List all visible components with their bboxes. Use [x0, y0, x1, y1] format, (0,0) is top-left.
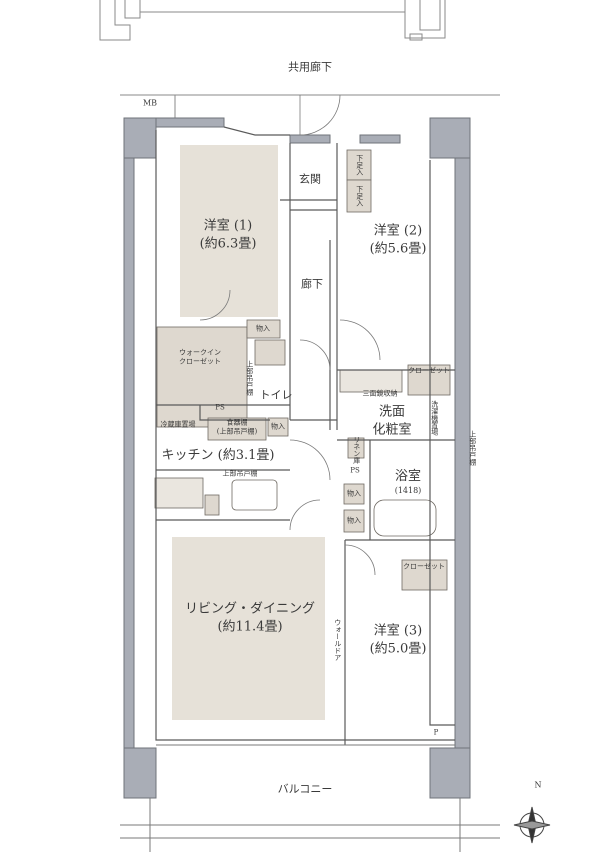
room-name: 洗面: [378, 404, 406, 420]
linen-label: リネン庫: [352, 436, 361, 464]
storage-label: 物入: [256, 324, 270, 333]
room-western-2: 洋室 (2) (約5.6畳): [370, 222, 427, 257]
wall-door-label: ウォールドア: [333, 619, 342, 661]
compass-north-label: N: [534, 780, 542, 790]
walkin-closet-label: ウォークイン クローゼット: [179, 349, 221, 368]
washer-label: 洗濯機置場: [430, 400, 439, 436]
room-name: 化粧室: [372, 422, 412, 437]
mirror-storage-label: 三面鏡収納: [362, 389, 398, 398]
closet-label: クローゼット: [403, 562, 445, 571]
storage-label: 物入: [271, 422, 285, 431]
room-size: (1418): [394, 485, 422, 495]
mb-label: MB: [142, 98, 158, 108]
room-name: リビング・ダイニング: [184, 601, 316, 617]
label-line: クローゼット: [179, 358, 221, 366]
room-living: リビング・ダイニング (約11.4畳): [185, 600, 315, 635]
upper-cabinet-label: 上部吊戸棚: [245, 360, 254, 396]
cupboard-label: 食器棚 (上部吊戸棚): [217, 419, 257, 438]
upper-cabinet-label: 上部吊戸棚: [468, 430, 477, 466]
room-western-3: 洋室 (3) (約5.0畳): [370, 622, 427, 657]
shoe-cabinet-label: 下足入: [355, 154, 364, 176]
room-size: (約5.6畳): [369, 241, 427, 256]
toilet-label: トイレ: [259, 388, 293, 402]
room-bathroom: 浴室 (1418): [395, 468, 422, 496]
room-size: (約6.3畳): [199, 236, 257, 251]
label-line: ウォークイン: [179, 348, 221, 357]
p-label: P: [433, 728, 439, 737]
label-line: (上部吊戸棚): [216, 428, 258, 436]
room-size: (約11.4畳): [217, 619, 283, 634]
shoe-cabinet-label: 下足入: [355, 185, 364, 207]
compass-icon: [513, 806, 551, 844]
storage-label: 物入: [347, 489, 361, 498]
kitchen-label: キッチン (約3.1畳): [161, 448, 275, 464]
room-washroom: 洗面 化粧室: [372, 403, 411, 438]
storage-label: 物入: [347, 516, 361, 525]
corridor-label: 共用廊下: [288, 60, 332, 74]
entrance-label: 玄関: [299, 172, 321, 186]
upper-cabinet-label: 上部吊戸棚: [222, 469, 258, 478]
room-western-1: 洋室 (1) (約6.3畳): [200, 217, 257, 252]
room-name: 洋室 (1): [203, 218, 253, 234]
balcony-label: バルコニー: [277, 782, 333, 796]
room-name: 浴室: [394, 468, 422, 484]
hallway-label: 廊下: [301, 277, 323, 291]
label-line: 食器棚: [226, 418, 248, 427]
room-name: 洋室 (3): [373, 623, 423, 639]
fridge-label: 冷蔵庫置場: [160, 420, 196, 429]
room-name: 洋室 (2): [373, 223, 423, 239]
ps-label: PS: [215, 403, 225, 412]
ps-label: PS: [350, 466, 360, 475]
room-size: (約5.0畳): [369, 641, 427, 656]
closet-label: クローゼット: [408, 366, 450, 375]
